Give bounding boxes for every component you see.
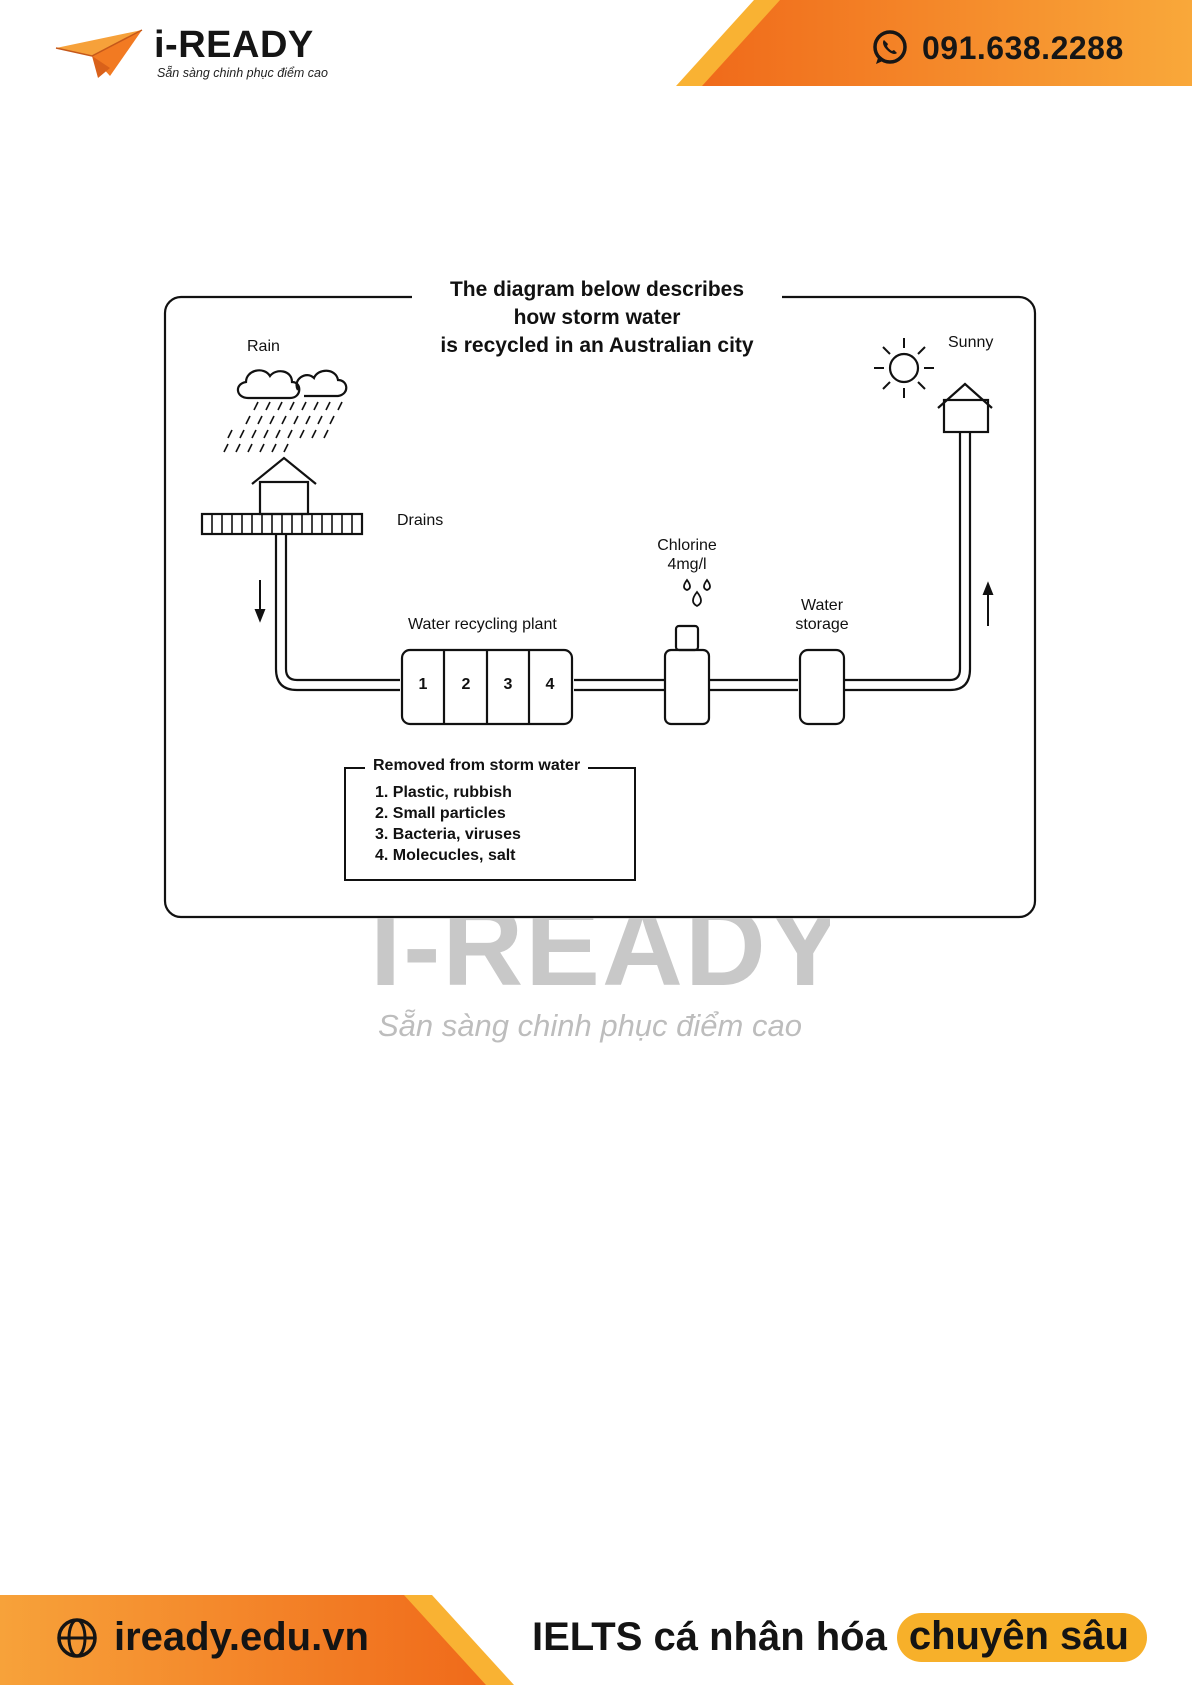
rain-label: Rain bbox=[247, 338, 280, 355]
paper-plane-icon bbox=[55, 29, 143, 78]
removed-item: 1. Plastic, rubbish bbox=[375, 784, 512, 801]
website-text: iready.edu.vn bbox=[114, 1615, 369, 1659]
removed-item: 2. Small particles bbox=[375, 805, 506, 822]
page-header: i-READY Sẵn sàng chinh phục điểm cao 091… bbox=[0, 0, 1192, 86]
drain-bars bbox=[211, 514, 353, 534]
storage-label: Water storage bbox=[788, 596, 856, 634]
removed-item: 3. Bacteria, viruses bbox=[375, 826, 521, 843]
stage-2: 2 bbox=[461, 676, 471, 693]
brand-tagline: Sẵn sàng chinh phục điểm cao bbox=[157, 66, 328, 80]
drains-label: Drains bbox=[397, 512, 444, 529]
sun-rays bbox=[874, 338, 934, 398]
stage-1: 1 bbox=[418, 676, 428, 693]
title-line: how storm water bbox=[513, 306, 681, 329]
brand-name: i-READY bbox=[154, 24, 314, 66]
watermark-brand: I-READY bbox=[370, 918, 830, 998]
chlorine-dose: 4mg/l bbox=[667, 556, 707, 573]
slogan-text: IELTS cá nhân hóa bbox=[532, 1615, 887, 1659]
sunny-label: Sunny bbox=[948, 334, 994, 351]
slogan-highlight: chuyên sâu bbox=[896, 1613, 1147, 1662]
removed-list: 1. Plastic, rubbish 2. Small particles 3… bbox=[375, 782, 521, 866]
diagram-title: The diagram below describes how storm wa… bbox=[412, 276, 782, 360]
removed-item: 4. Molecucles, salt bbox=[375, 847, 516, 864]
left-house-roof bbox=[251, 456, 317, 485]
chlorine-name: Chlorine bbox=[657, 537, 717, 554]
sun-circle bbox=[888, 352, 920, 384]
footer-slogan: IELTS cá nhân hóa chuyên sâu bbox=[532, 1613, 1147, 1662]
right-house-roof bbox=[937, 382, 993, 409]
globe-icon bbox=[57, 1617, 97, 1658]
brand-logo[interactable]: i-READY Sẵn sàng chinh phục điểm cao bbox=[54, 22, 354, 86]
cloud-shape-left bbox=[236, 369, 301, 400]
chlorine-label: Chlorine 4mg/l bbox=[656, 536, 718, 574]
cloud-shape-right bbox=[295, 369, 348, 398]
whatsapp-phone-icon bbox=[873, 30, 907, 64]
title-line: is recycled in an Australian city bbox=[440, 334, 754, 357]
storm-water-diagram: The diagram below describes how storm wa… bbox=[162, 274, 1039, 920]
website-link[interactable]: iready.edu.vn bbox=[56, 1615, 369, 1660]
title-line: The diagram below describes bbox=[449, 278, 745, 301]
storage-line-2: storage bbox=[795, 616, 849, 633]
phone-contact[interactable]: 091.638.2288 bbox=[870, 28, 1124, 68]
chlorine-neck bbox=[674, 624, 700, 652]
removed-title: Removed from storm water bbox=[365, 757, 589, 775]
page-footer: iready.edu.vn IELTS cá nhân hóa chuyên s… bbox=[0, 1595, 1192, 1685]
phone-number: 091.638.2288 bbox=[922, 29, 1124, 66]
storage-tank bbox=[798, 648, 846, 726]
watermark-brand-text: I-READY bbox=[370, 918, 830, 998]
rain-streaks bbox=[223, 401, 343, 453]
diagram-graphics bbox=[163, 295, 1037, 919]
stage-3: 3 bbox=[503, 676, 513, 693]
chlorine-unit bbox=[663, 648, 711, 726]
plant-label: Water recycling plant bbox=[408, 616, 557, 633]
storage-line-1: Water bbox=[800, 597, 844, 614]
stage-4: 4 bbox=[545, 676, 555, 693]
right-house-body bbox=[942, 398, 990, 434]
pipe-outer bbox=[274, 432, 972, 692]
watermark-tagline: Sẵn sàng chinh phục điểm cao bbox=[378, 1008, 802, 1043]
left-house-body bbox=[258, 480, 310, 516]
chlorine-drops bbox=[683, 578, 711, 608]
pipe-inner bbox=[284, 432, 962, 682]
footer-orange-band bbox=[0, 1595, 514, 1685]
header-orange-band bbox=[676, 0, 1192, 86]
